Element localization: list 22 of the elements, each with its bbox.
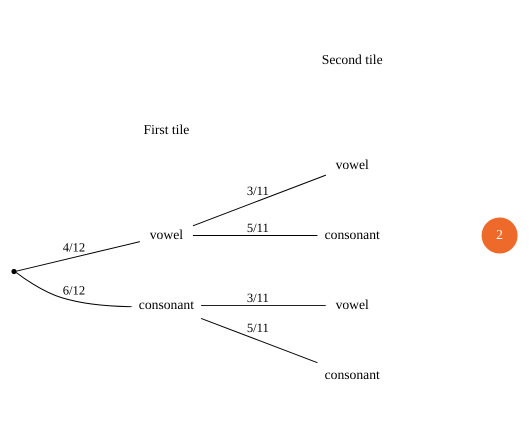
edge-label: 4/12: [62, 240, 86, 254]
node-text: consonant: [324, 227, 380, 242]
node-point: [11, 268, 17, 274]
edge-label: 3/11: [246, 291, 269, 306]
connector: [192, 235, 318, 236]
node-circle: 2: [482, 218, 518, 254]
node-text: consonant: [324, 367, 380, 382]
node-text: consonant: [138, 297, 194, 312]
connector: [16, 241, 140, 272]
node-text: vowel: [336, 157, 369, 172]
node-text: vowel: [150, 227, 184, 242]
label: Second tile: [322, 52, 383, 67]
connector: [192, 174, 326, 226]
connector: [16, 272, 132, 308]
connector: [200, 305, 326, 306]
edge-label: 6/12: [62, 283, 86, 298]
edge-label: 5/11: [246, 321, 269, 336]
label: First tile: [144, 122, 190, 138]
edge-label: 5/11: [246, 221, 269, 236]
connector: [200, 318, 318, 364]
edge-label: 3/11: [246, 184, 269, 198]
node-text: vowel: [336, 297, 369, 312]
